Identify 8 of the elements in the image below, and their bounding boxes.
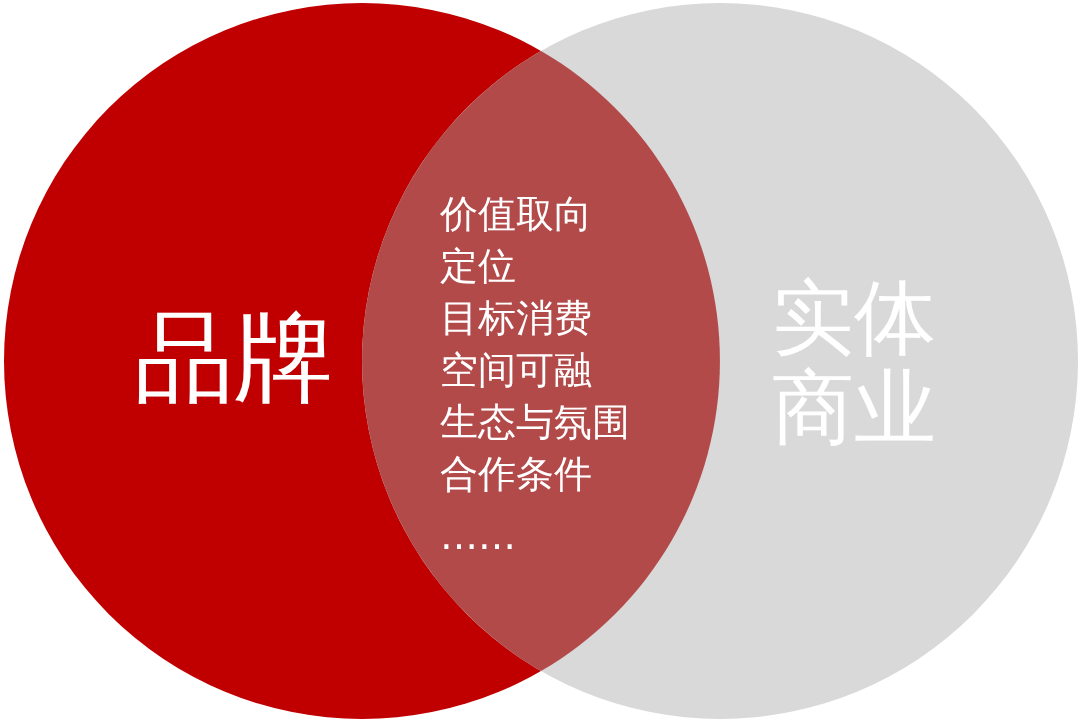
overlap-item-text: …… [440,517,516,555]
overlap-item-text: 合作条件 [440,455,592,493]
overlap-item-text: 生态与氛围 [440,403,630,441]
overlap-item-text: 空间可融 [440,351,592,389]
overlap-item-text: 目标消费 [440,299,592,337]
overlap-item-text: 定位 [440,247,516,285]
circle-title: 品牌 [134,303,335,413]
overlap-item-text: 价值取向 [440,195,592,233]
